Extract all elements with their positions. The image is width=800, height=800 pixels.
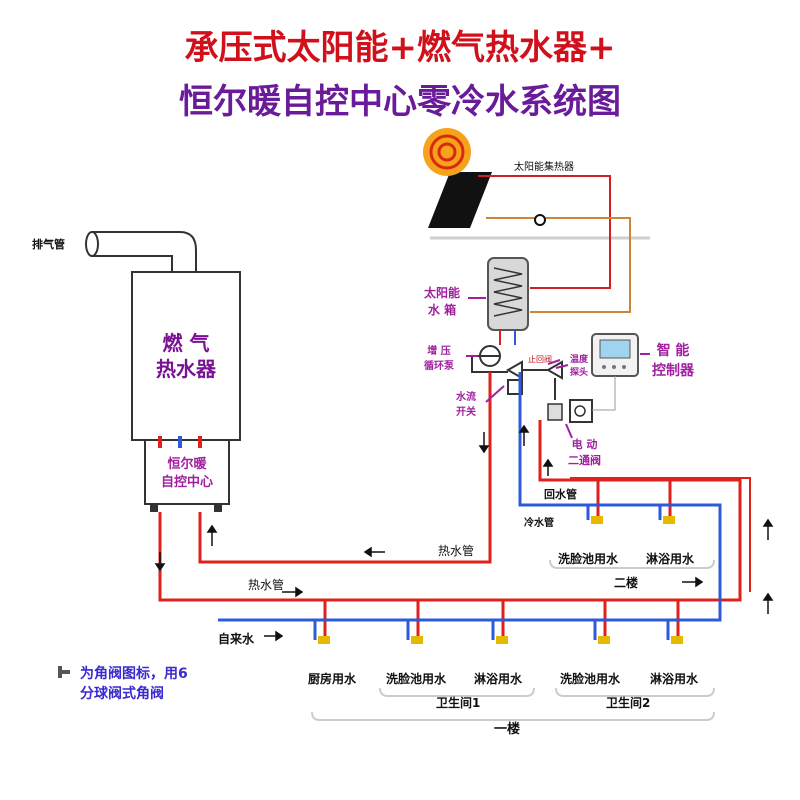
fixture-f1-4: 淋浴用水 xyxy=(650,672,699,686)
label-return-pipe: 回水管 xyxy=(544,488,577,501)
label-control-center: 恒尔暖 自控中心 xyxy=(160,457,213,490)
fixture-f1-3: 洗脸池用水 xyxy=(560,672,621,686)
solar-tank xyxy=(487,257,529,331)
label-cold-pipe: 冷水管 xyxy=(524,518,554,529)
solar-loop-pipes xyxy=(478,175,631,313)
exhaust-pipe xyxy=(85,231,197,276)
label-floor-2: 二楼 xyxy=(614,576,639,590)
label-gas-heater: 燃 气 热水器 xyxy=(156,331,216,381)
three-way-valves xyxy=(505,360,563,395)
electric-two-way-valve xyxy=(547,399,593,423)
label-bathroom-1: 卫生间1 xyxy=(436,696,481,710)
fixture-f2-0: 洗脸池用水 xyxy=(558,552,619,566)
label-hot-pipe-lower: 热水管 xyxy=(248,578,285,592)
title-line-1: 承压式太阳能+燃气热水器+ xyxy=(184,28,616,68)
label-hot-pipe-upper: 热水管 xyxy=(438,544,475,558)
angle-valves xyxy=(318,516,683,644)
legend-note: 为角阀图标，用6 分球阀式角阀 xyxy=(80,666,188,703)
label-smart-controller: 智 能 控制器 xyxy=(652,343,694,379)
label-solar-collector: 太阳能集热器 xyxy=(514,162,574,173)
label-booster-pump: 增 压 循环泵 xyxy=(424,346,454,372)
label-tap-water: 自来水 xyxy=(218,632,255,646)
cold-pipe-main xyxy=(218,372,722,640)
angle-valve-legend-icon xyxy=(58,666,70,678)
label-solar-tank: 太阳能 水 箱 xyxy=(424,286,461,317)
booster-pump xyxy=(479,345,501,367)
label-check-valve: 止回阀 xyxy=(528,355,552,364)
hot-pipe-main xyxy=(158,372,742,640)
label-exhaust-pipe: 排气管 xyxy=(32,238,65,251)
label-bathroom-2: 卫生间2 xyxy=(606,696,651,710)
label-temp-probe: 温度 探头 xyxy=(570,355,589,378)
smart-controller xyxy=(591,333,639,411)
gas-heater-body xyxy=(131,271,241,441)
heater-connectors xyxy=(158,436,202,448)
label-pointers xyxy=(466,297,650,439)
label-electric-valve: 电 动 二通阀 xyxy=(568,438,601,467)
fixture-f1-0: 厨房用水 xyxy=(308,672,357,686)
solar-collector xyxy=(423,128,650,240)
title-line-2: 恒尔暖自控中心零冷水系统图 xyxy=(179,82,621,122)
label-flow-switch: 水流 开关 xyxy=(456,392,476,418)
return-pipe-outer xyxy=(570,477,751,592)
flow-arrows xyxy=(154,424,774,642)
fixture-f1-1: 洗脸池用水 xyxy=(386,672,447,686)
control-center-box xyxy=(144,439,230,512)
group-brackets xyxy=(311,559,715,721)
fixture-f1-2: 淋浴用水 xyxy=(474,672,523,686)
fixture-f2-1: 淋浴用水 xyxy=(646,552,695,566)
label-floor-1: 一楼 xyxy=(494,722,521,737)
